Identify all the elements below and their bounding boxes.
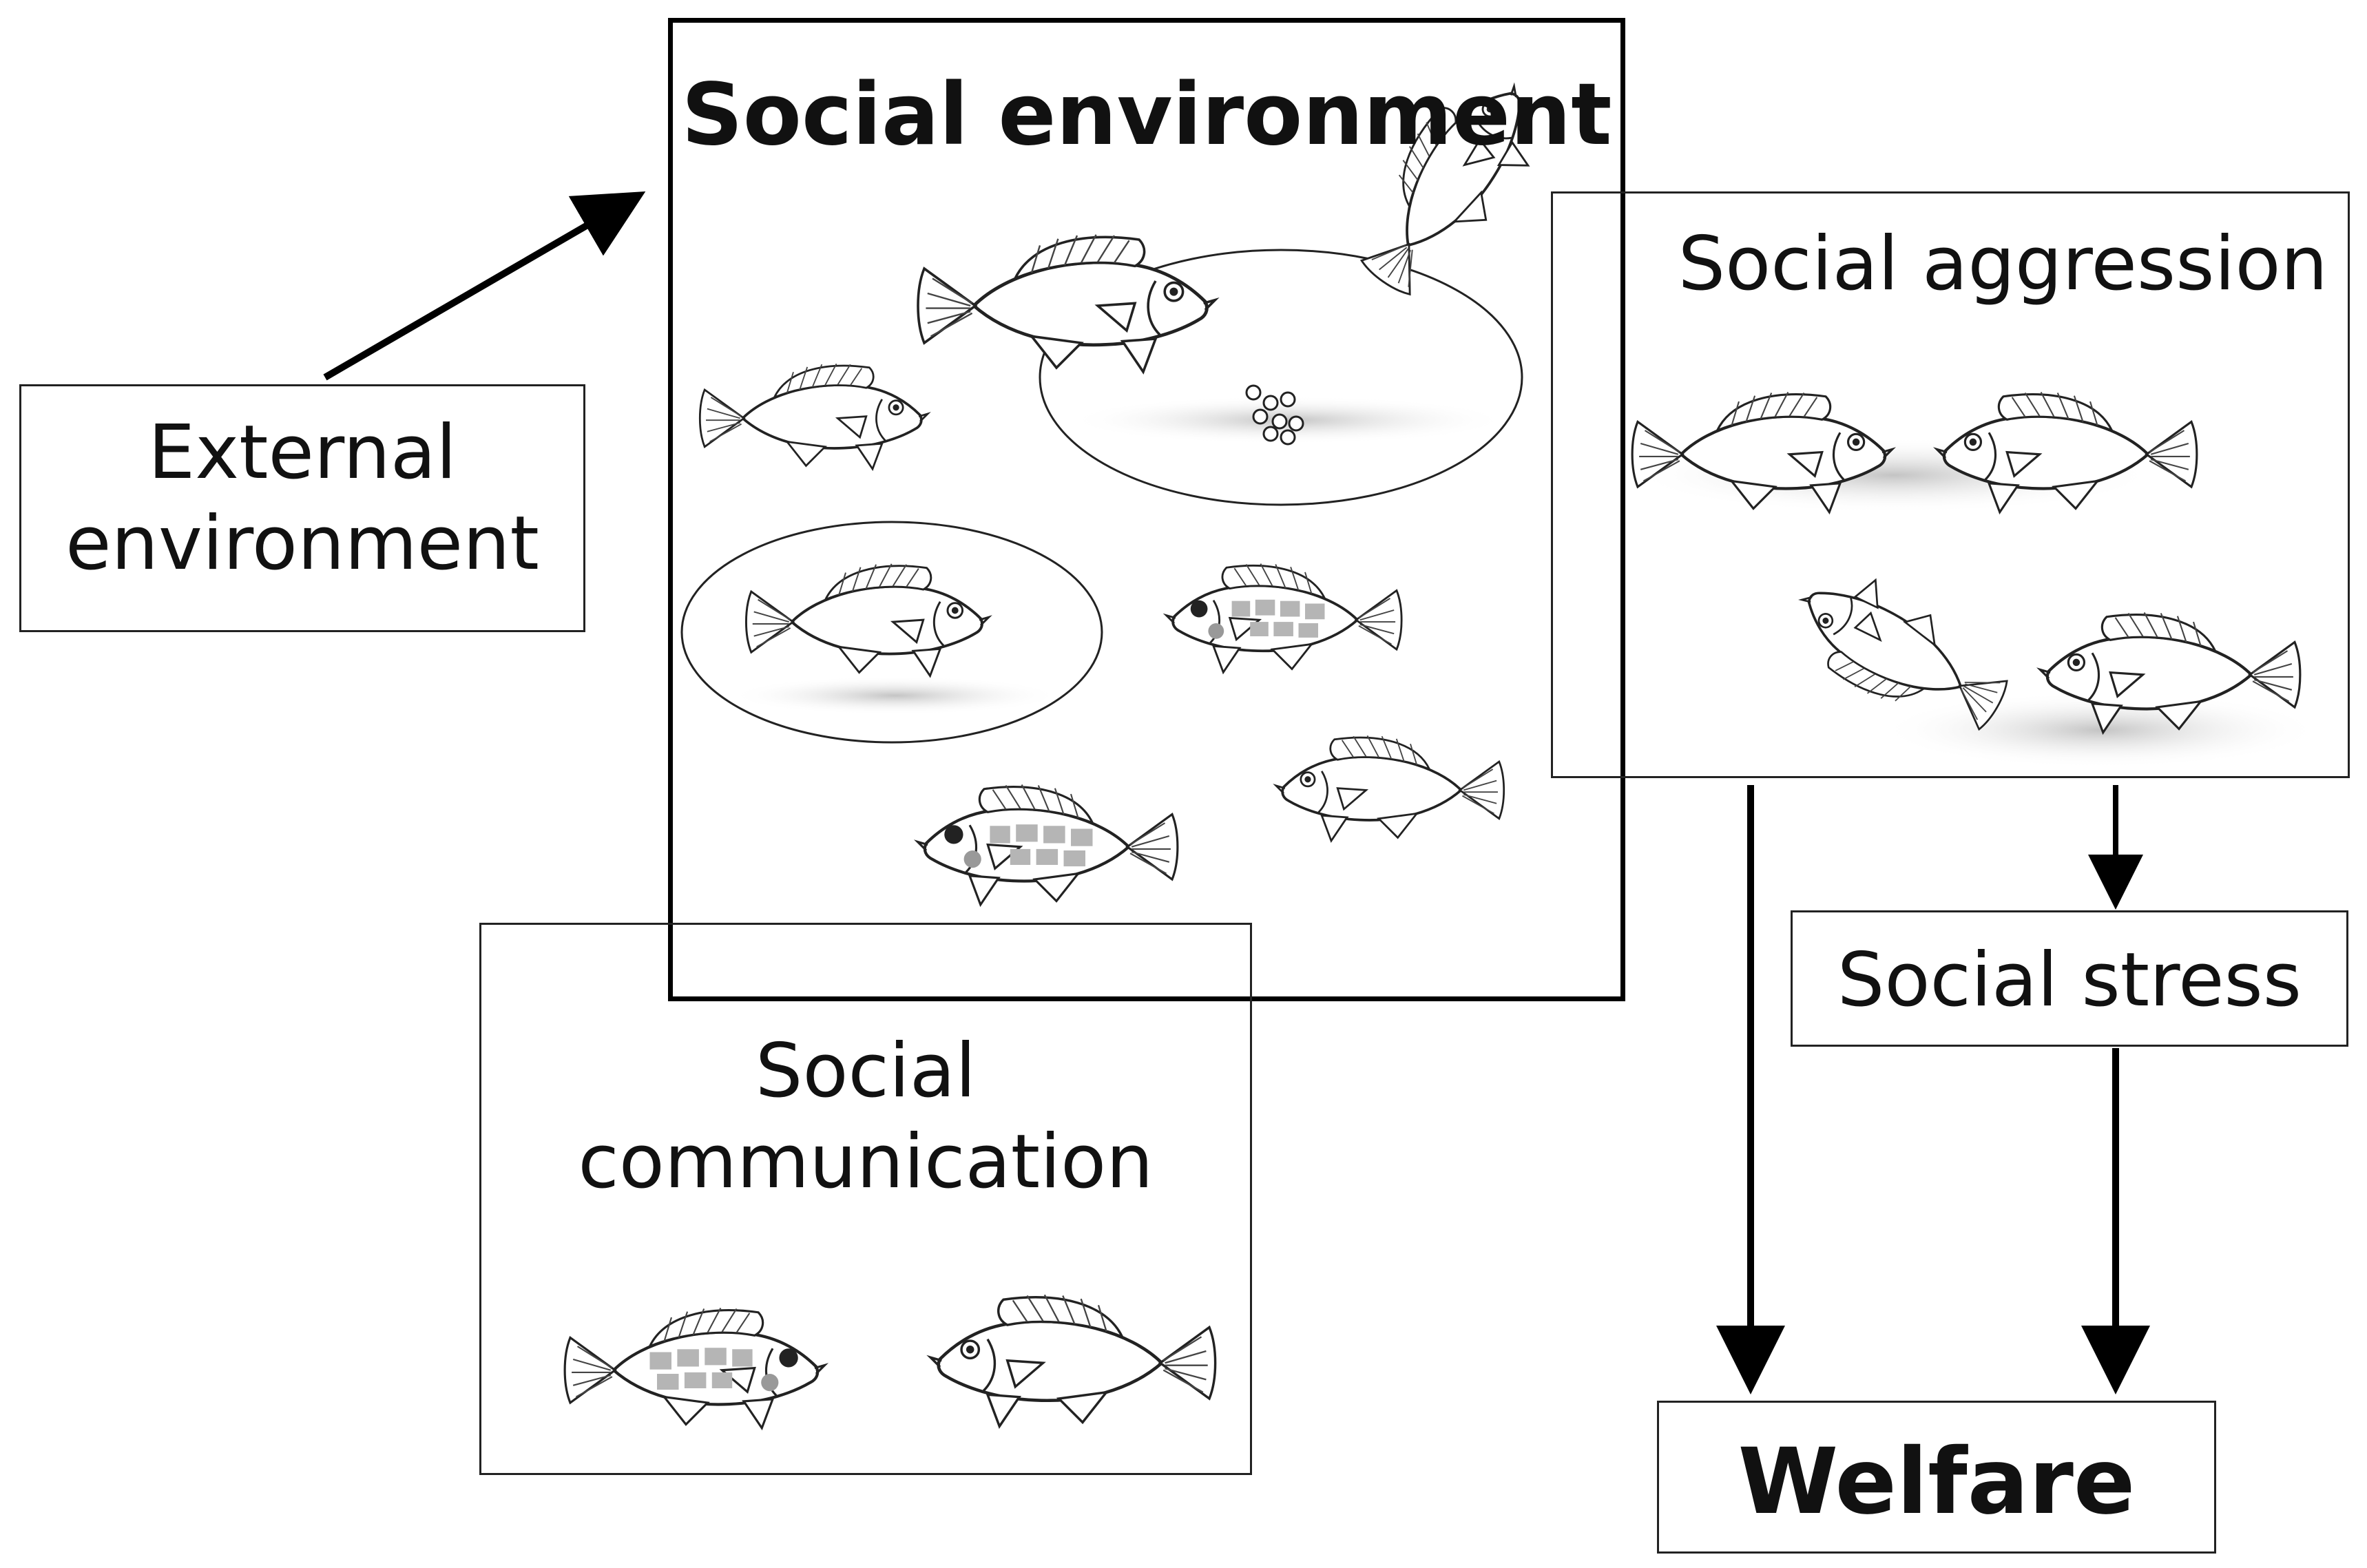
group-ellipse-feeding xyxy=(1039,249,1523,506)
social-stress-label: Social stress xyxy=(1837,937,2302,1023)
social-stress-box xyxy=(1791,910,2348,1047)
social-communication-label: Social communication xyxy=(578,1028,1154,1205)
arrow-external-to-social xyxy=(323,191,646,381)
external-environment-label: External environment xyxy=(65,410,539,587)
social-aggression-box xyxy=(1551,191,2350,778)
external-environment-box xyxy=(19,384,585,632)
group-ellipse-single xyxy=(680,521,1103,744)
social-aggression-label: Social aggression xyxy=(1678,221,2328,307)
social-communication-box xyxy=(479,923,1252,1475)
food-pellets-icon xyxy=(1245,384,1304,446)
welfare-label: Welfare xyxy=(1738,1429,2136,1535)
welfare-box xyxy=(1657,1401,2216,1554)
social-environment-title: Social environment xyxy=(681,65,1612,165)
social-environment-box xyxy=(668,18,1625,1001)
